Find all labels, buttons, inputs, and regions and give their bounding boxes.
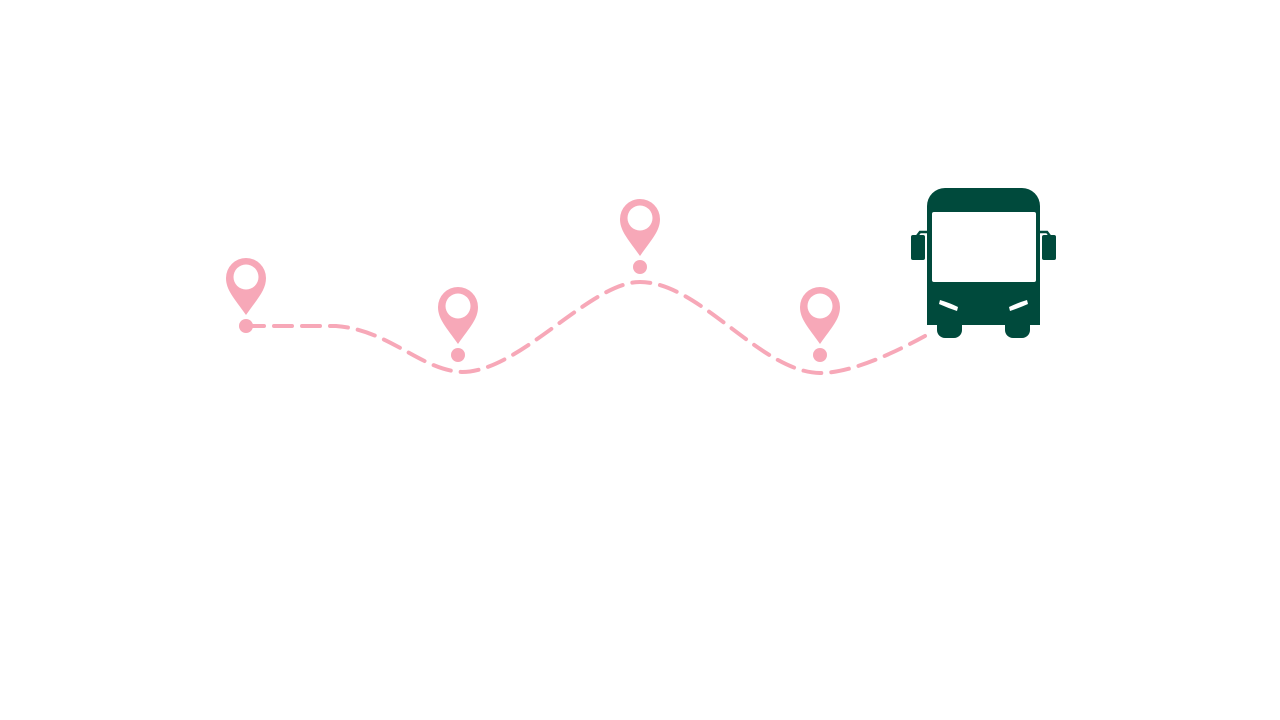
bus-mirror-arm-right <box>1039 230 1051 237</box>
stop-dot <box>633 260 647 274</box>
stop-dot <box>239 319 253 333</box>
bus-mirror-left <box>911 235 925 260</box>
route-stops <box>226 199 840 362</box>
route-stop-3 <box>620 199 660 274</box>
pin-hole <box>445 293 471 319</box>
pin-hole <box>807 293 833 319</box>
pin-hole <box>233 264 259 290</box>
bus-icon <box>911 188 1056 338</box>
stop-dot <box>813 348 827 362</box>
bus-mirror-arm-left <box>916 230 928 237</box>
bus-wheel-left <box>937 316 962 338</box>
bus-mirror-right <box>1042 235 1056 260</box>
bus-front-panel <box>927 282 1040 325</box>
dashed-route-line <box>244 279 927 376</box>
bus-wheel-right <box>1005 316 1030 338</box>
pin-hole <box>627 205 653 231</box>
route-stop-2 <box>438 287 478 362</box>
stop-dot <box>451 348 465 362</box>
route-stop-1 <box>226 258 266 333</box>
route-stop-4 <box>800 287 840 362</box>
bus-headlight-left <box>939 300 958 311</box>
bus-headlight-right <box>1009 300 1028 311</box>
bus-windshield <box>932 212 1036 282</box>
